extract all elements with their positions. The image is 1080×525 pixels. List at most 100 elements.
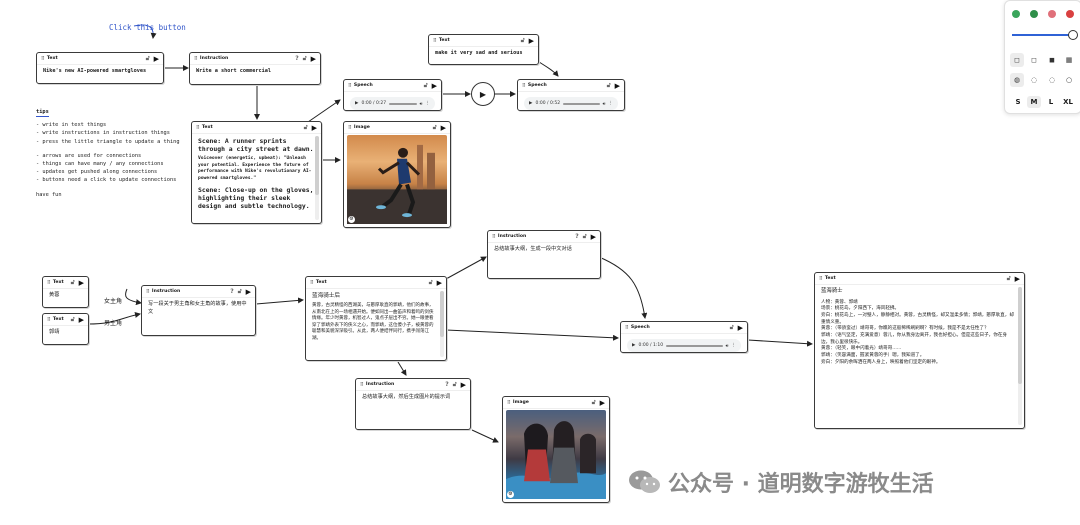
image-settings-icon[interactable]: ⚙: [507, 491, 514, 498]
play-icon[interactable]: ▶: [590, 232, 596, 241]
speech-node-3[interactable]: ⠿Speech🔓︎▶ ▶0:00 / 1:10🔊︎⋮: [620, 321, 748, 353]
dash-draw-icon[interactable]: ◍: [1010, 73, 1024, 87]
opacity-slider-track[interactable]: [1012, 34, 1072, 36]
play-icon[interactable]: ▶: [153, 54, 159, 63]
volume-icon[interactable]: 🔊︎: [725, 343, 729, 349]
drag-handle-icon[interactable]: ⠿: [522, 82, 526, 89]
node-text[interactable]: Scene: A runner sprints through a city s…: [192, 134, 321, 224]
more-icon[interactable]: ⋮: [608, 101, 614, 106]
image-node-runner[interactable]: ⠿Image🔓︎▶ ⚙: [343, 121, 451, 228]
scrollbar[interactable]: [315, 136, 319, 220]
fill-semi-icon[interactable]: ◻: [1031, 56, 1037, 64]
lock-icon[interactable]: 🔓︎: [237, 287, 242, 295]
lock-icon[interactable]: 🔓︎: [302, 54, 307, 62]
image-node-anime[interactable]: ⠿Image🔓︎▶ ⚙: [502, 396, 610, 503]
text-node-sad[interactable]: ⠿Text🔓︎▶ make it very sad and serious: [428, 34, 539, 65]
node-text[interactable]: 黄蓉: [49, 292, 60, 298]
audio-player[interactable]: ▶0:00 / 1:10🔊︎⋮: [627, 339, 741, 352]
node-text[interactable]: 总结故事大纲，生成一段中文对话: [494, 246, 572, 252]
drag-handle-icon[interactable]: ⠿: [348, 124, 352, 131]
audio-progress[interactable]: [389, 102, 417, 105]
audio-player[interactable]: ▶0:00 / 0:27🔊︎⋮: [350, 97, 435, 110]
play-icon[interactable]: ▶: [1014, 274, 1020, 283]
instruction-node-image-prompt[interactable]: ⠿Instruction?🔓︎▶ 总结故事大纲，然后生成图片的提示词: [355, 378, 471, 430]
audio-player[interactable]: ▶0:00 / 0:52🔊︎⋮: [524, 97, 618, 110]
node-text[interactable]: Nike's new AI-powered smartgloves: [43, 68, 147, 74]
drag-handle-icon[interactable]: ⠿: [348, 82, 352, 89]
node-text[interactable]: 蓝海骑士后 黄蓉，古灵精怪的西湖美，与憨厚耿直的郭靖，他们的故事，从南北在上的一…: [306, 289, 446, 361]
lock-icon[interactable]: 🔓︎: [606, 81, 611, 89]
drag-handle-icon[interactable]: ⠿: [146, 288, 150, 295]
lock-icon[interactable]: 🔓︎: [591, 398, 596, 406]
drag-handle-icon[interactable]: ⠿: [625, 324, 629, 331]
play-icon[interactable]: ▶: [460, 380, 466, 389]
play-icon[interactable]: ▶: [78, 315, 84, 324]
lock-icon[interactable]: 🔓︎: [423, 81, 428, 89]
dash-solid-icon[interactable]: ○: [1065, 76, 1073, 84]
text-node-nike[interactable]: ⠿Text🔓︎▶ Nike's new AI-powered smartglov…: [36, 52, 164, 84]
color-swatch[interactable]: [1012, 10, 1020, 18]
drag-handle-icon[interactable]: ⠿: [507, 399, 511, 406]
scrollbar[interactable]: [440, 291, 444, 357]
audio-play-icon[interactable]: ▶: [632, 343, 636, 348]
play-icon[interactable]: ▶: [245, 287, 251, 296]
help-icon[interactable]: ?: [295, 55, 299, 62]
drag-handle-icon[interactable]: ⠿: [433, 37, 437, 44]
text-node-script[interactable]: ⠿Text🔓︎▶ Scene: A runner sprints through…: [191, 121, 322, 224]
size-button-l[interactable]: L: [1048, 98, 1054, 106]
audio-play-icon[interactable]: ▶: [355, 101, 359, 106]
instruction-node-outline[interactable]: ⠿Instruction?🔓︎▶ 总结故事大纲，生成一段中文对话: [487, 230, 601, 279]
audio-play-icon[interactable]: ▶: [529, 101, 533, 106]
node-text[interactable]: Write a short commercial: [196, 68, 271, 74]
scrollbar[interactable]: [1018, 287, 1022, 425]
fill-pattern-icon[interactable]: ▦: [1065, 56, 1073, 64]
drag-handle-icon[interactable]: ⠿: [310, 279, 314, 286]
dash-dashed-icon[interactable]: ◌: [1030, 76, 1038, 84]
lock-icon[interactable]: 🔓︎: [145, 54, 150, 62]
text-node-dialogue[interactable]: ⠿Text🔓︎▶ 蓝海骑士 人物：黄蓉、郭靖 场景：桃花岛，夕阳西下，海风轻拂。…: [814, 272, 1025, 429]
fill-none-icon[interactable]: ◻: [1010, 53, 1024, 67]
lock-icon[interactable]: 🔓︎: [70, 315, 75, 323]
opacity-slider-knob[interactable]: [1068, 30, 1078, 40]
speech-node-1[interactable]: ⠿Speech🔓︎▶ ▶0:00 / 0:27🔊︎⋮: [343, 79, 442, 111]
more-icon[interactable]: ⋮: [425, 101, 431, 106]
help-icon[interactable]: ?: [230, 288, 234, 295]
volume-icon[interactable]: 🔊︎: [602, 101, 606, 107]
volume-icon[interactable]: 🔊︎: [419, 101, 423, 107]
speech-node-2[interactable]: ⠿Speech🔓︎▶ ▶0:00 / 0:52🔊︎⋮: [517, 79, 625, 111]
play-icon[interactable]: ▶: [614, 81, 620, 90]
drag-handle-icon[interactable]: ⠿: [194, 55, 198, 62]
fill-solid-icon[interactable]: ◼: [1049, 56, 1055, 64]
text-node-male[interactable]: ⠿Text🔓︎▶ 郭靖: [42, 313, 89, 345]
audio-progress[interactable]: [563, 102, 600, 105]
node-text[interactable]: 蓝海骑士 人物：黄蓉、郭靖 场景：桃花岛，夕阳西下，海风轻拂。 旁白：桃花岛上，…: [815, 285, 1024, 429]
lock-icon[interactable]: 🔓︎: [428, 278, 433, 286]
lock-icon[interactable]: 🔓︎: [432, 123, 437, 131]
instruction-node-story[interactable]: ⠿Instruction?🔓︎▶ 写一段关于男主角和女主角的故事，使用中文: [141, 285, 256, 336]
node-text[interactable]: 总结故事大纲，然后生成图片的提示词: [362, 394, 451, 400]
help-icon[interactable]: ?: [445, 381, 449, 388]
drag-handle-icon[interactable]: ⠿: [47, 279, 51, 286]
play-icon[interactable]: ▶: [311, 123, 317, 132]
node-text[interactable]: 写一段关于男主角和女主角的故事，使用中文: [148, 301, 247, 315]
image-settings-icon[interactable]: ⚙: [348, 216, 355, 223]
size-button-xl[interactable]: XL: [1063, 98, 1073, 106]
help-icon[interactable]: ?: [575, 233, 579, 240]
lock-icon[interactable]: 🔓︎: [452, 380, 457, 388]
play-icon[interactable]: ▶: [310, 54, 316, 63]
text-node-female[interactable]: ⠿Text🔓︎▶ 黄蓉: [42, 276, 89, 308]
run-button[interactable]: ▶: [471, 82, 495, 106]
node-text[interactable]: 郭靖: [49, 329, 60, 335]
size-button-s[interactable]: S: [1015, 98, 1021, 106]
play-icon[interactable]: ▶: [440, 123, 446, 132]
lock-icon[interactable]: 🔓︎: [70, 278, 75, 286]
more-icon[interactable]: ⋮: [731, 343, 737, 348]
play-icon[interactable]: ▶: [78, 278, 84, 287]
drag-handle-icon[interactable]: ⠿: [196, 124, 200, 131]
drag-handle-icon[interactable]: ⠿: [41, 55, 45, 62]
play-icon[interactable]: ▶: [599, 398, 605, 407]
size-button-m[interactable]: M: [1027, 96, 1041, 108]
lock-icon[interactable]: 🔓︎: [1006, 274, 1011, 282]
play-icon[interactable]: ▶: [737, 323, 743, 332]
drag-handle-icon[interactable]: ⠿: [47, 316, 51, 323]
